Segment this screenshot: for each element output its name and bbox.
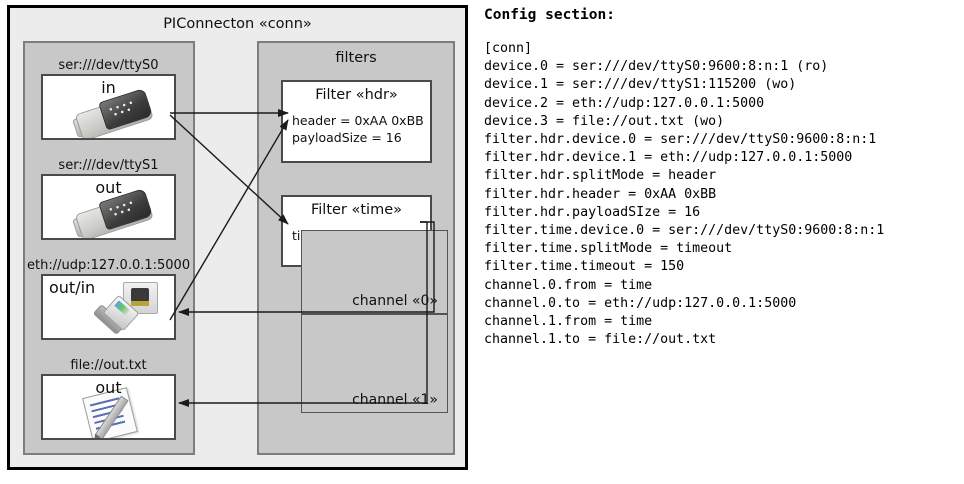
filter-prop: header = 0xAA 0xBB [292, 113, 424, 128]
filter-prop: payloadSize = 16 [292, 130, 402, 145]
filter-box-hdr[interactable]: Filter «hdr» header = 0xAA 0xBB payloadS… [281, 80, 432, 163]
ethernet-jack-icon [92, 282, 174, 338]
connection-diagram: PIConnecton «conn» ser:///dev/ttyS0 in s… [0, 0, 478, 484]
device-caption-eth: eth://udp:127.0.0.1:5000 [27, 258, 191, 273]
config-section: Config section: [conn] device.0 = ser://… [478, 0, 964, 484]
channel-label-1: channel «1» [352, 392, 438, 408]
device-caption-file: file://out.txt [70, 358, 147, 373]
filter-title-hdr: Filter «hdr» [315, 87, 398, 103]
device-caption-ttys0: ser:///dev/ttyS0 [58, 58, 159, 73]
filters-panel: filters Filter «hdr» header = 0xAA 0xBB … [257, 41, 455, 455]
device-box-eth[interactable]: out/in [41, 274, 176, 340]
device-direction-label-eth: out/in [49, 278, 96, 297]
device-direction-label-file: out [95, 378, 122, 397]
devices-panel: ser:///dev/ttyS0 in ser:///dev/ttyS1 out [23, 41, 195, 455]
device-group-ttys1: ser:///dev/ttyS1 out [41, 157, 176, 240]
device-caption-ttys1: ser:///dev/ttyS1 [58, 158, 159, 173]
device-group-ttys0: ser:///dev/ttyS0 in [41, 57, 176, 140]
filters-panel-title: filters [335, 50, 377, 66]
channel-label-0: channel «0» [352, 293, 438, 309]
connection-outer-frame: PIConnecton «conn» ser:///dev/ttyS0 in s… [7, 5, 468, 470]
device-group-eth: eth://udp:127.0.0.1:5000 out/in [27, 257, 190, 340]
device-direction-label-ttys1: out [95, 178, 122, 197]
device-box-ttys0[interactable]: in [41, 74, 176, 140]
device-box-file[interactable]: out [41, 374, 176, 440]
device-direction-label-ttys0: in [101, 78, 116, 97]
filter-props-hdr: header = 0xAA 0xBB payloadSize = 16 [292, 112, 424, 146]
device-box-ttys1[interactable]: out [41, 174, 176, 240]
page-title: PIConnecton «conn» [163, 16, 312, 32]
channel-box-1[interactable]: channel «1» [301, 314, 448, 413]
config-heading: Config section: [484, 7, 615, 23]
channel-box-0[interactable]: channel «0» [301, 230, 448, 314]
config-text: [conn] device.0 = ser:///dev/ttyS0:9600:… [484, 41, 885, 348]
filter-title-time: Filter «time» [310, 202, 403, 218]
device-group-file: file://out.txt out [41, 357, 176, 440]
text-file-icon [82, 387, 147, 438]
